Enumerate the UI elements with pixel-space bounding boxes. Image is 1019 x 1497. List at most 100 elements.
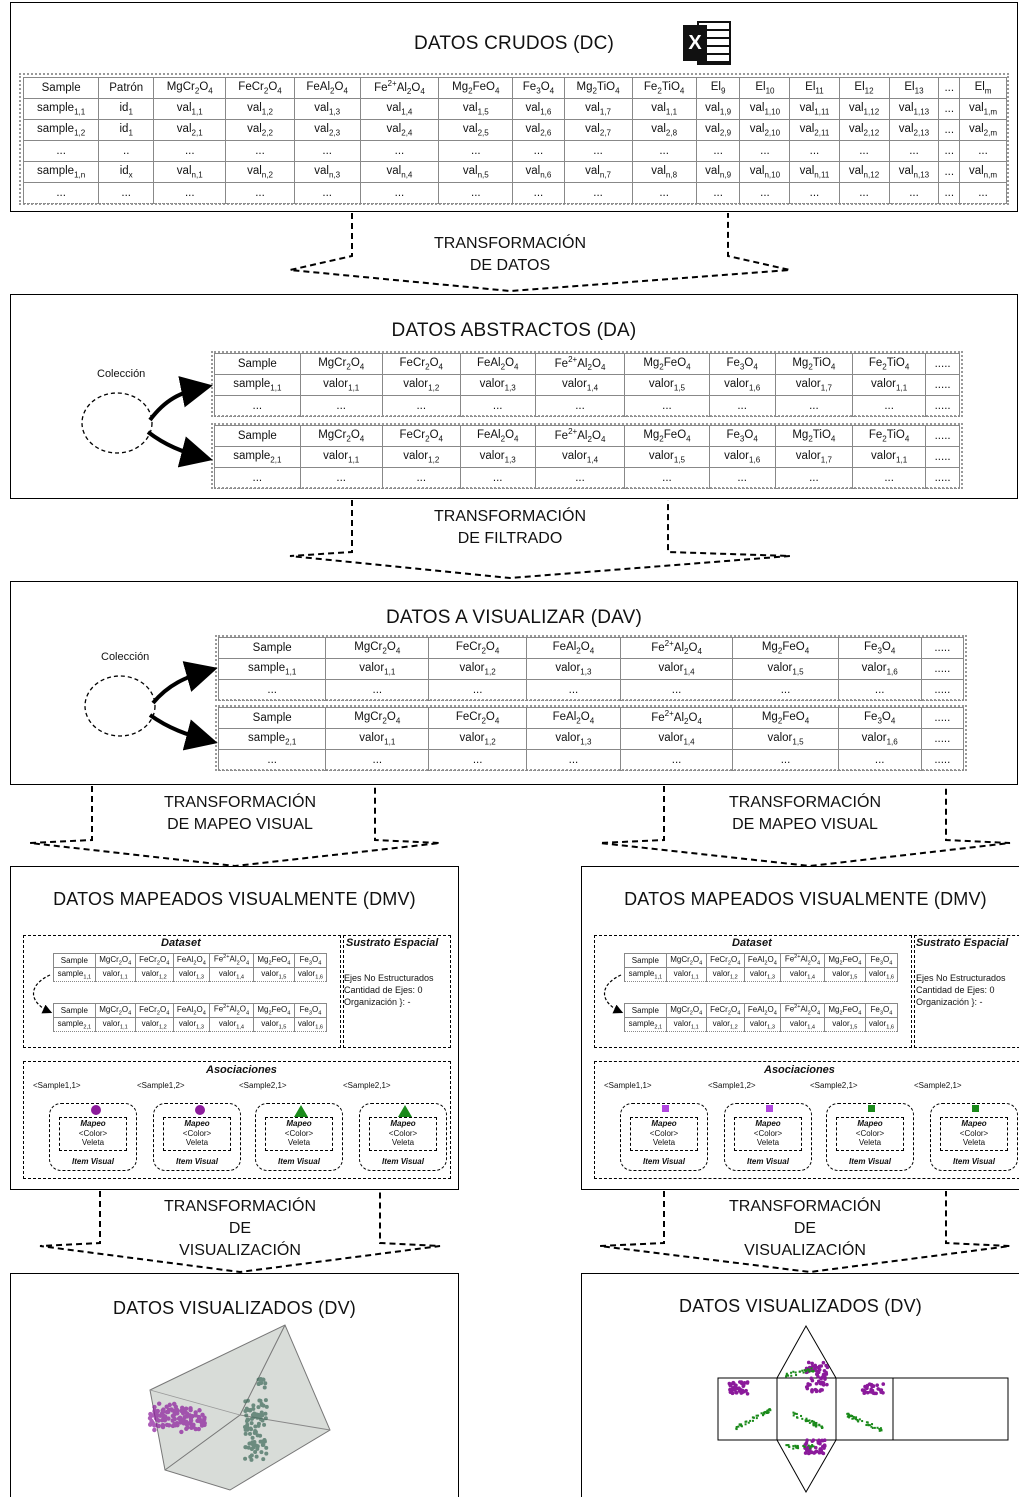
table-cell: valor1,4 <box>209 967 254 982</box>
table-cell: ... <box>708 395 776 417</box>
table-cell: val2,2 <box>225 119 295 141</box>
table-cell: ... <box>631 182 697 204</box>
table-cell: FeCr2O4 <box>428 637 527 659</box>
table-cell: Fe2+Al2O4 <box>780 1003 825 1018</box>
table-cell: ..... <box>925 395 960 417</box>
table-cell: valor1,4 <box>619 658 734 680</box>
table-cell: valor1,6 <box>837 728 922 750</box>
table-cell: valor1,4 <box>209 1017 254 1032</box>
table-cell: ... <box>838 182 890 204</box>
sustrato-box <box>343 935 451 1048</box>
purple-circle-icon <box>91 1105 101 1115</box>
dc-title: DATOS CRUDOS (DC) <box>413 33 615 54</box>
table-cell: val2,7 <box>563 119 633 141</box>
table-cell: ... <box>732 749 839 771</box>
table-cell: val1,7 <box>563 98 633 120</box>
color-label: <Color> <box>388 1129 418 1138</box>
table-cell: valor1,6 <box>864 967 899 982</box>
table-cell: valor1,3 <box>743 1017 782 1032</box>
transform-visualizacion-label-right: TRANSFORMACIÓN DE VISUALIZACIÓN <box>710 1196 900 1262</box>
table-cell: ... <box>459 395 536 417</box>
table-cell: Patrón <box>98 77 155 99</box>
table-cell: ... <box>512 182 565 204</box>
table-cell: sample1,n <box>22 161 100 183</box>
table-cell: val1,1 <box>631 98 697 120</box>
table-cell: ..... <box>920 637 965 659</box>
sustrato-line: Cantidad de Ejes: 0 <box>916 985 995 995</box>
table-cell: ... <box>225 182 295 204</box>
item-visual-label: Item Visual <box>643 1157 685 1166</box>
table-cell: ..... <box>925 467 960 489</box>
table-cell: valor1,3 <box>525 728 621 750</box>
table-cell: Mg2FeO4 <box>823 953 866 968</box>
table-cell: valn,2 <box>225 161 295 183</box>
table-cell: Mg2FeO4 <box>823 1003 866 1018</box>
table-cell: val2,9 <box>695 119 741 141</box>
table-cell: ... <box>938 77 961 99</box>
table-cell: sample2,1 <box>53 1017 96 1032</box>
mapeo-label: Mapeo <box>80 1119 106 1128</box>
mapeo-box <box>836 1117 904 1151</box>
table-cell: ... <box>534 395 626 417</box>
item-visual-label: Item Visual <box>953 1157 995 1166</box>
table-cell: id1 <box>98 98 155 120</box>
table-cell: MgCr2O4 <box>153 77 227 99</box>
table-cell: MgCr2O4 <box>665 1003 707 1018</box>
table-cell: FeAl2O4 <box>172 1003 211 1018</box>
table-cell: valor1,4 <box>534 446 626 468</box>
item-visual-box <box>359 1103 447 1171</box>
purple-circle-icon <box>195 1105 205 1115</box>
table-cell: ... <box>512 140 565 162</box>
table-cell: valor1,5 <box>732 658 839 680</box>
table-cell: val2,8 <box>631 119 697 141</box>
table-cell: El12 <box>838 77 890 99</box>
dataset-label: Dataset <box>161 937 201 949</box>
table-cell: Mg2TiO4 <box>774 425 854 447</box>
mapeo-box <box>265 1117 333 1151</box>
table-cell: val2,12 <box>838 119 890 141</box>
table-cell: ... <box>299 395 383 417</box>
veleta-label: Veleta <box>652 1138 676 1147</box>
table-cell: ... <box>837 749 922 771</box>
table-cell: id1 <box>98 119 155 141</box>
table-cell: val1,6 <box>512 98 565 120</box>
table-cell: ... <box>789 140 840 162</box>
table-cell: Sample <box>624 953 667 968</box>
table-cell: valor1,1 <box>325 728 430 750</box>
color-label: <Color> <box>855 1129 885 1138</box>
table-cell: Fe3O4 <box>837 707 922 729</box>
dv-panel-right: DATOS VISUALIZADOS (DV) <box>581 1273 1019 1497</box>
association-sample-label: <Sample2,1> <box>239 1081 287 1090</box>
table-cell: val2,13 <box>888 119 940 141</box>
table-cell: ... <box>619 679 734 701</box>
table-cell: ... <box>217 679 327 701</box>
table-cell: ... <box>959 140 1007 162</box>
table-cell: El11 <box>789 77 840 99</box>
table-cell: FeCr2O4 <box>705 953 745 968</box>
table-cell: valor1,4 <box>780 1017 825 1032</box>
table-cell: Sample <box>214 353 301 375</box>
table-cell: MgCr2O4 <box>299 353 383 375</box>
table-cell: ... <box>22 182 100 204</box>
table-cell: Fe3O4 <box>864 953 899 968</box>
table-cell: valor1,1 <box>852 374 927 396</box>
table-cell: ..... <box>920 658 965 680</box>
mapeo-label: Mapeo <box>755 1119 781 1128</box>
excel-icon: X <box>683 21 733 65</box>
table-cell: ... <box>938 161 961 183</box>
sustrato-line: Ejes No Estructurados <box>916 973 1006 983</box>
table-cell: Mg2FeO4 <box>252 953 295 968</box>
table-cell: valor1,5 <box>732 728 839 750</box>
table-cell: ... <box>438 182 514 204</box>
table-cell: FeCr2O4 <box>381 353 461 375</box>
transform-mapeo-label-right: TRANSFORMACIÓN DE MAPEO VISUAL <box>705 792 905 836</box>
mapeo-label: Mapeo <box>857 1119 883 1128</box>
table-cell: valor1,6 <box>293 967 328 982</box>
table-cell: ..... <box>925 374 960 396</box>
table-cell: Fe3O4 <box>512 77 565 99</box>
item-visual-label: Item Visual <box>72 1157 114 1166</box>
table-cell: val2,m <box>959 119 1007 141</box>
